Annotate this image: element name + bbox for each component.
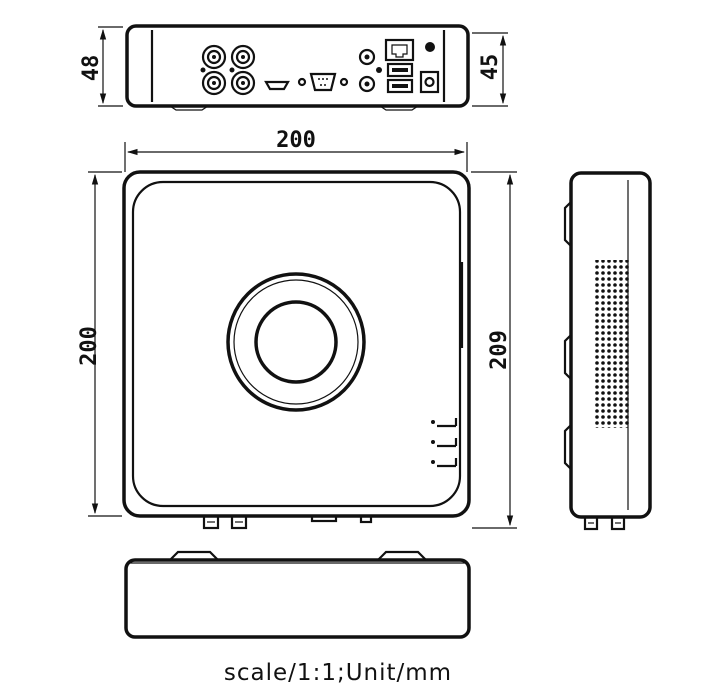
bnc-connector-icon: [202, 514, 220, 530]
ventilation-grille-icon: [594, 260, 630, 428]
rear-height-label: 48: [79, 55, 104, 82]
top-width-label: 200: [276, 128, 316, 153]
scale-caption: scale/1:1;Unit/mm: [224, 660, 452, 686]
rca-audio-icon: [358, 48, 376, 66]
front-view: [124, 550, 471, 639]
power-button-icon: [226, 272, 366, 412]
rear-view: 48 45: [79, 24, 508, 111]
top-depth-label: 200: [77, 326, 102, 366]
led-indicator-icon: [431, 438, 458, 448]
hdmi-port-icon: [264, 80, 290, 91]
bnc-connector-icon: [583, 515, 599, 531]
rear-height-right-label: 45: [478, 54, 503, 81]
bnc-connector-icon: [230, 514, 248, 530]
rca-audio-icon: [358, 75, 376, 93]
led-indicator-icon: [431, 458, 458, 468]
usb-port-icon: [386, 62, 414, 78]
usb-port-icon: [386, 78, 414, 94]
bnc-connector-icon: [610, 515, 626, 531]
bnc-connector-icon: [230, 44, 256, 70]
bnc-connector-icon: [201, 44, 227, 70]
bnc-connector-icon: [201, 70, 227, 96]
side-view: [563, 171, 652, 531]
led-indicator-icon: [431, 418, 458, 428]
top-view: 200 200: [77, 128, 517, 530]
rj45-port-icon: [384, 38, 415, 62]
vga-port-icon: [297, 72, 349, 92]
dc-power-icon: [419, 70, 440, 94]
side-depth-label: 209: [487, 330, 512, 370]
bnc-connector-icon: [230, 70, 256, 96]
